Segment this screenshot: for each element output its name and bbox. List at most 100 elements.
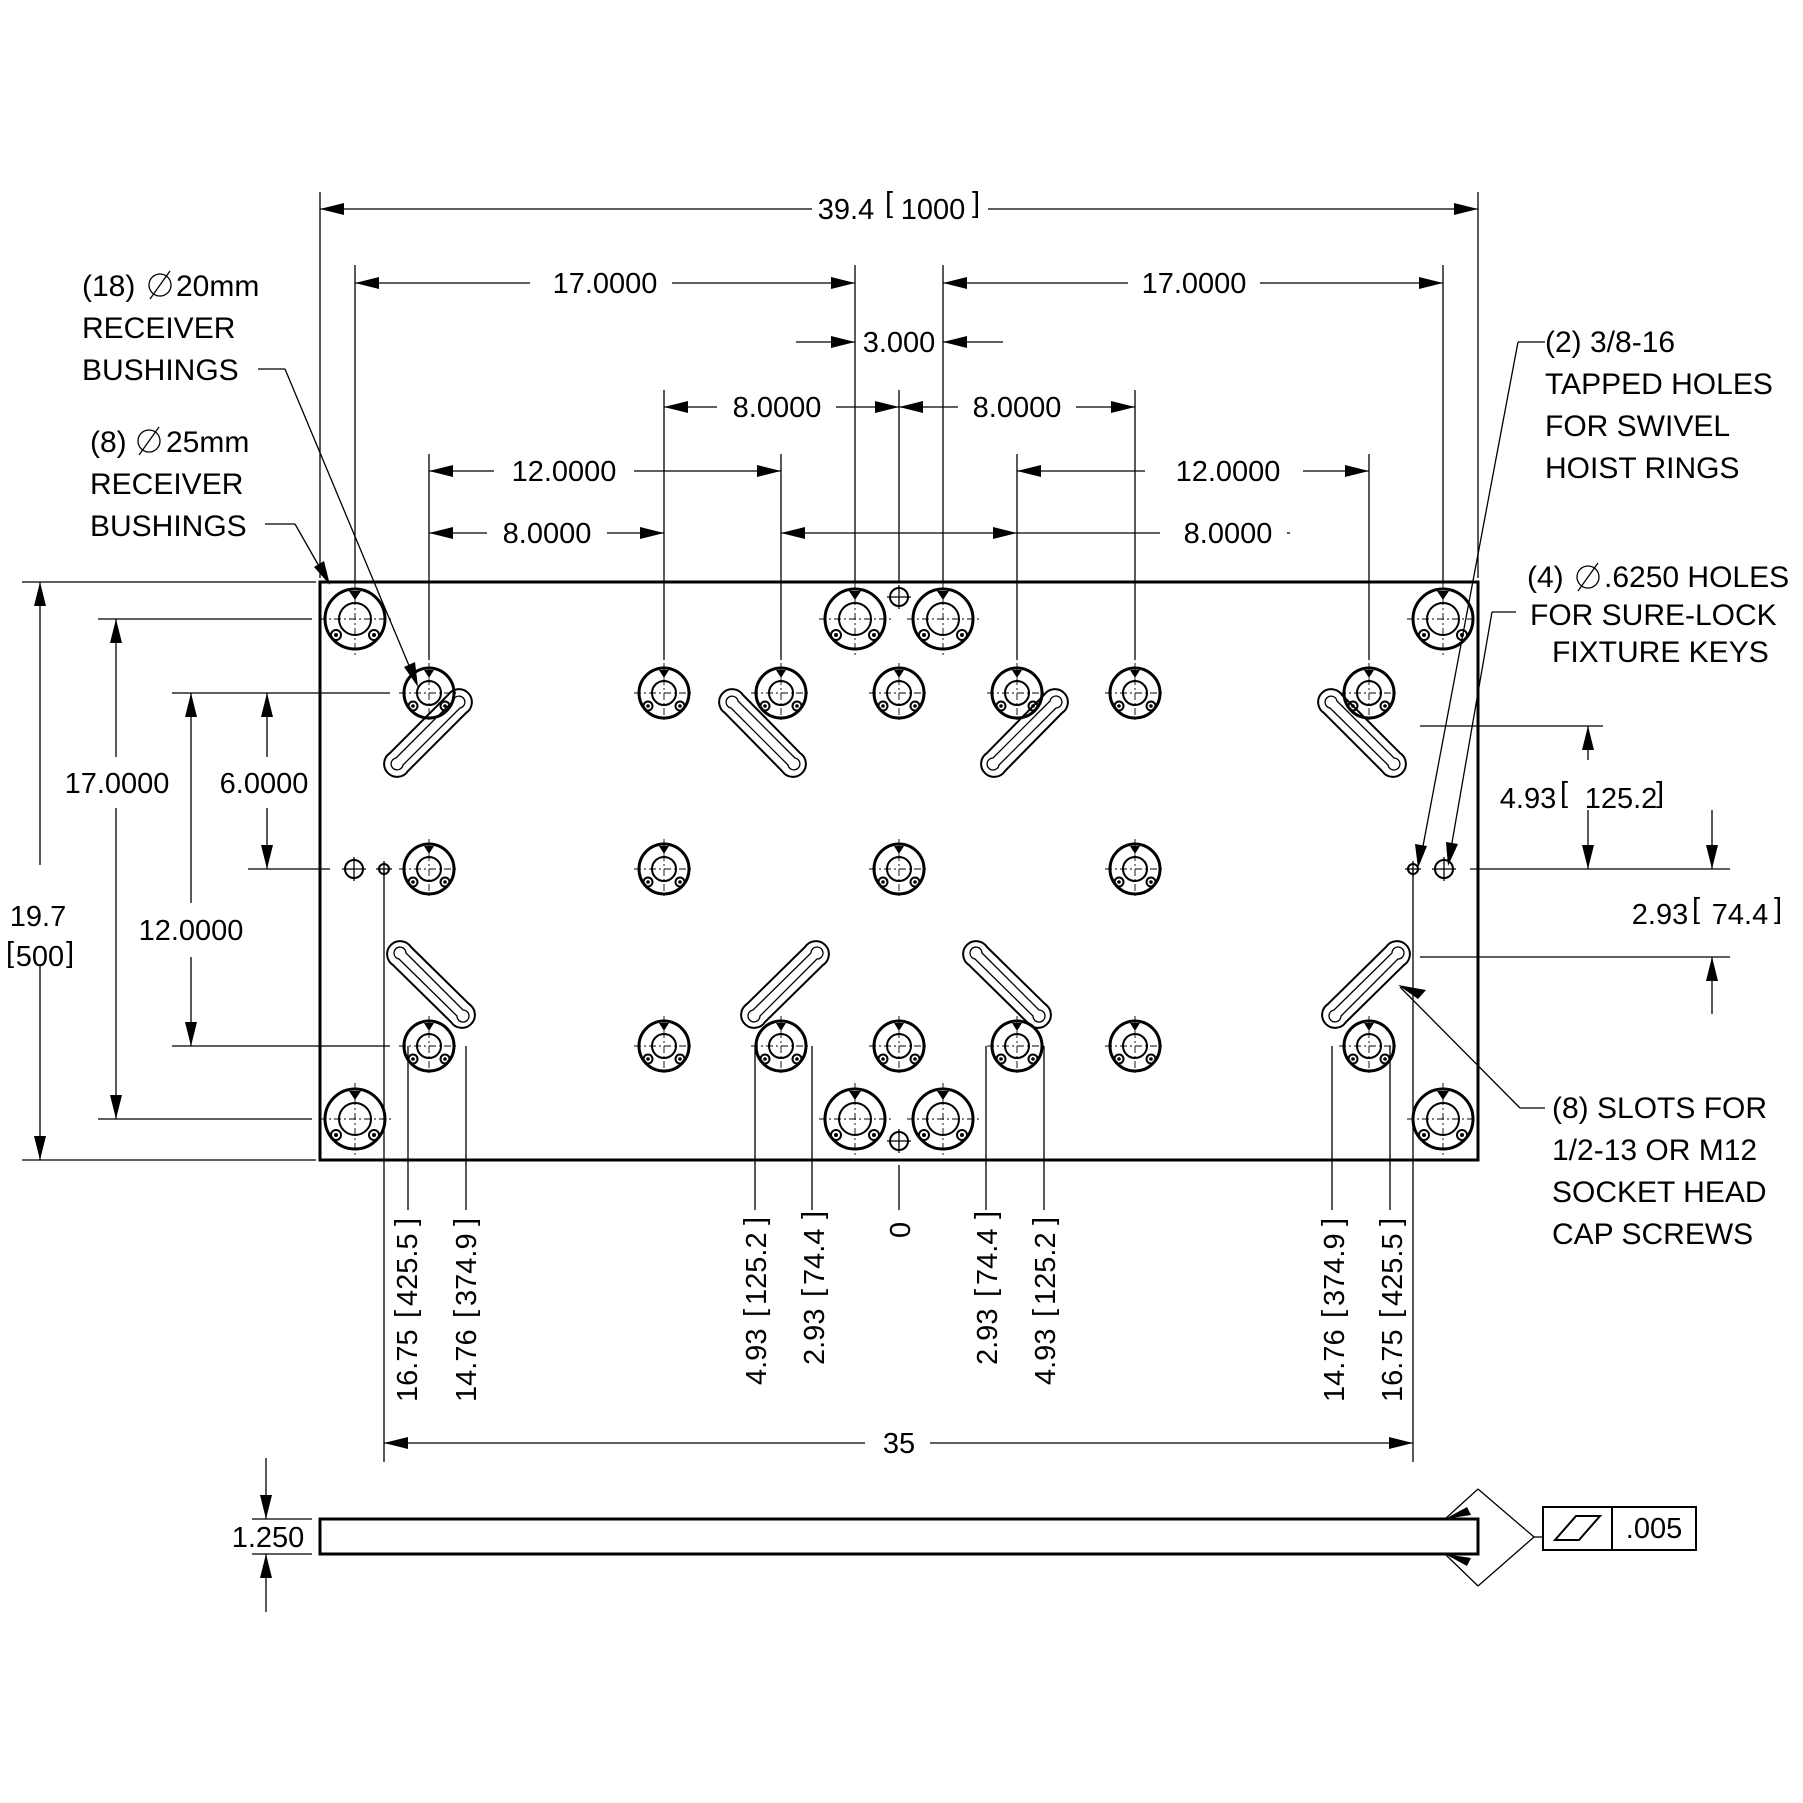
dim-right-upper: 4.93 [1500, 783, 1556, 815]
bracket-left: [ [885, 187, 893, 219]
bushing-25mm [317, 581, 393, 657]
side-view-plate [318, 1517, 1480, 1556]
bottom-arrows [384, 1437, 1413, 1449]
dim-rows-12: 12.0000 [139, 915, 244, 947]
bracket-left: [ [739, 1309, 771, 1317]
bracket-right: ] [797, 1211, 829, 1219]
top-dimension-text: 39.4 [ 1000 ] 17.0000 17.0000 3.000 8.00… [503, 187, 1281, 550]
bracket-left: [ [1375, 1310, 1407, 1318]
bushing-20mm [867, 1014, 931, 1078]
bushing-20mm [749, 661, 813, 725]
slot [718, 688, 807, 778]
bracket-left: [ [1317, 1310, 1349, 1318]
bushing-25mm [1405, 581, 1481, 657]
right-dimension-text: 4.93 [ 125.2 ] 2.93 [ 74.4 ] [1500, 777, 1782, 931]
dim-l4-mm: 74.4 [799, 1229, 831, 1285]
note-keys-line2: FOR SURE-LOCK [1530, 599, 1777, 632]
note-keys-qty: (4) [1527, 561, 1564, 594]
bushing-25mm [1405, 1081, 1481, 1157]
dim-l2-mm: 374.9 [451, 1233, 483, 1306]
callout-leaders [258, 341, 1545, 1109]
dim-overall-height: 19.7 [10, 901, 66, 933]
dim-r4-mm: 74.4 [972, 1229, 1004, 1285]
dim-inner-right: 8.0000 [973, 392, 1062, 424]
bushing-20mm [632, 837, 696, 901]
dim-mid-left: 12.0000 [512, 456, 617, 488]
note-25mm-bushings: (8) 25mm RECEIVER BUSHINGS [90, 426, 249, 543]
bracket-left: [ [390, 1310, 422, 1318]
note-slots-line1: (8) SLOTS FOR [1552, 1092, 1767, 1125]
dim-outer-left: 17.0000 [553, 268, 658, 300]
note-25mm-line2: RECEIVER [90, 468, 243, 501]
bracket-right: ] [739, 1217, 771, 1225]
dim-mid-right: 12.0000 [1176, 456, 1281, 488]
note-tapped-line4: HOIST RINGS [1545, 452, 1739, 485]
bracket-right: ] [1375, 1218, 1407, 1226]
dim-span-35: 35 [883, 1428, 915, 1460]
note-slots-line2: 1/2-13 OR M12 [1552, 1134, 1757, 1167]
dim-low-right: 8.0000 [1184, 518, 1273, 550]
dim-right-lower: 2.93 [1632, 899, 1688, 931]
key-hole [342, 857, 366, 881]
bracket-right: ] [449, 1218, 481, 1226]
dim-l2: 14.76 [451, 1329, 483, 1402]
bushing-25mm [905, 1081, 981, 1157]
left-arrows [34, 582, 273, 1160]
note-25mm-size: 25mm [166, 426, 249, 459]
bracket-right: ] [66, 937, 74, 969]
slot [740, 940, 830, 1029]
key-hole [1432, 857, 1456, 881]
bracket-right: ] [1317, 1218, 1349, 1226]
top-arrows [320, 203, 1478, 539]
dim-r1-mm: 425.5 [1377, 1233, 1409, 1306]
note-slots: (8) SLOTS FOR 1/2-13 OR M12 SOCKET HEAD … [1552, 1092, 1767, 1251]
note-tapped-line1: (2) 3/8-16 [1545, 326, 1675, 359]
dim-r1: 16.75 [1377, 1329, 1409, 1402]
thickness-arrows [260, 1495, 272, 1578]
diameter-icon [1576, 562, 1600, 592]
bottom-extension-lines [383, 870, 1414, 1462]
note-fixture-keys: (4) .6250 HOLES FOR SURE-LOCK FIXTURE KE… [1527, 561, 1789, 669]
note-20mm-line3: BUSHINGS [82, 354, 239, 387]
bushing-20mm [867, 837, 931, 901]
tapped-hole [1405, 861, 1421, 877]
dim-l3: 4.93 [741, 1329, 773, 1385]
tapped-hole [376, 861, 392, 877]
note-slots-line3: SOCKET HEAD [1552, 1176, 1767, 1209]
flatness-parallelogram-icon [1552, 1515, 1603, 1541]
bushing-25mm [817, 1081, 893, 1157]
bracket-left: [ [449, 1310, 481, 1318]
bushing-20mm [1103, 1014, 1167, 1078]
slot [383, 688, 473, 778]
dim-overall-width: 39.4 [818, 194, 874, 226]
note-20mm-bushings: (18) 20mm RECEIVER BUSHINGS [82, 270, 259, 387]
slot [980, 688, 1069, 778]
bushing-20mm [1103, 661, 1167, 725]
bushing-20mm [632, 661, 696, 725]
dim-outer-right: 17.0000 [1142, 268, 1247, 300]
bracket-left: [ [1692, 893, 1700, 925]
dim-r3-mm: 125.2 [1030, 1232, 1062, 1305]
dim-r4: 2.93 [972, 1309, 1004, 1365]
key-hole [887, 585, 911, 609]
dim-right-upper-mm: 125.2 [1585, 783, 1658, 815]
bracket-left: [ [6, 937, 14, 969]
bracket-left: [ [1028, 1309, 1060, 1317]
bushings-20mm [397, 661, 1401, 1078]
dim-r2-mm: 374.9 [1319, 1233, 1351, 1306]
dim-right-lower-mm: 74.4 [1712, 899, 1768, 931]
bottom-rotated-dims: 16.75 [ 425.5 ] 14.76 [ 374.9 ] 4.93 [ 1… [390, 1211, 1409, 1402]
dim-l1-mm: 425.5 [392, 1233, 424, 1306]
bushing-25mm [905, 581, 981, 657]
bushing-20mm [867, 661, 931, 725]
diameter-icon [148, 270, 172, 300]
note-keys-line3: FIXTURE KEYS [1552, 636, 1769, 669]
right-arrows [1582, 726, 1718, 981]
flatness-value: .005 [1626, 1513, 1682, 1545]
dim-zero: 0 [885, 1222, 917, 1238]
right-extension-lines [1420, 725, 1730, 1014]
dim-rows-6: 6.0000 [220, 768, 309, 800]
dim-r2: 14.76 [1319, 1329, 1351, 1402]
side-view: 1.250 .005 [232, 1458, 1697, 1612]
